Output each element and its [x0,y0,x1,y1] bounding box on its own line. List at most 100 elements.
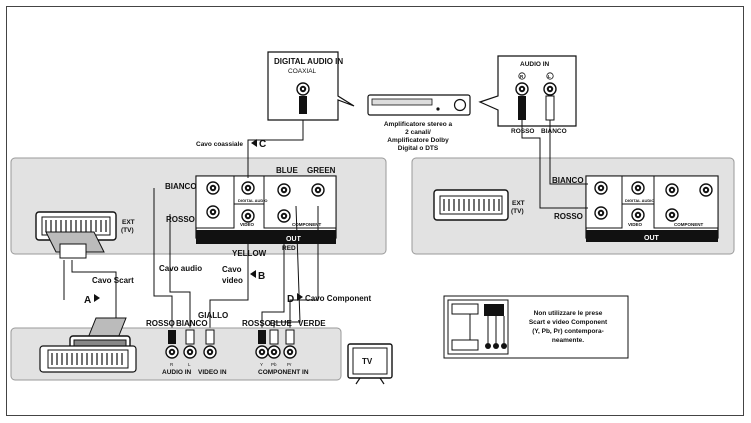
note-line-2: Scart e video Component [529,319,608,326]
coaxial-plug [299,96,307,114]
tv-icon [347,343,393,385]
component-in-tv-label: COMPONENT IN [258,369,309,376]
video-label-left: VIDEO [240,222,255,227]
bianco-label-right-panel: BIANCO [552,176,584,185]
white-audio-jack-left [206,181,220,195]
audio-cable-red-left [169,214,191,330]
jack-right-b [699,183,713,197]
pr-letter-tv: Pr [287,362,292,367]
audio-in-tv-label: AUDIO IN [162,369,192,376]
ext-tv-label-right-2: (TV) [511,208,524,215]
verde-label: VERDE [298,319,326,328]
audio-in-top-label: AUDIO IN [520,61,550,68]
yellow-label: YELLOW [232,249,267,258]
note-thumbnail [447,299,509,355]
scart-cable [71,260,117,318]
video-in-tv-label: VIDEO IN [198,369,227,376]
out-label-right: OUT [644,235,660,242]
jack-right-c [665,208,679,222]
tv-video-in-jack [203,345,217,359]
amp-caption-3: Amplificatore Dolby [387,137,449,144]
video-jack-right [631,208,645,222]
cavo-video-label-1: Cavo [222,265,242,274]
white-audio-jack-right [594,181,608,195]
cables [63,120,588,330]
audio-cable-white-right [549,120,588,185]
tv-component-blue-jack [267,345,281,359]
green-jack-left [311,183,325,197]
cavo-scart-label: Cavo Scart [92,276,134,285]
pb-letter-tv: Pb [271,362,277,367]
out-label-left: OUT [286,236,302,243]
note-line-4: neamente. [552,337,584,344]
coaxial-input-jack [296,82,310,96]
component-cable-green [289,206,319,330]
green-label: GREEN [307,166,336,175]
component-label-left: COMPONENT [292,222,322,227]
coaxial-jack-left [241,181,255,195]
red-label: RED [282,245,296,252]
l-letter-top: L [548,74,551,79]
cavo-video-label-2: video [222,276,243,285]
out-bar-right [586,230,718,242]
component-cable-blue [273,205,301,330]
video-label-right: VIDEO [628,222,643,227]
rosso-tv-component-label: ROSSO [242,319,271,328]
amp-caption-1: Amplificatore stereo a [384,121,453,128]
blue-label: BLUE [276,166,298,175]
component-label-right: COMPONENT [674,222,704,227]
note-line-3: (Y, Pb, Pr) contempora- [532,328,604,335]
giallo-label: GIALLO [198,311,228,320]
red-audio-jack-right [594,206,608,220]
digital-audio-in-label: DIGITAL AUDIO IN [274,57,343,66]
coaxial-cable [247,120,304,178]
ext-tv-label-right: EXT [512,200,525,207]
rosso-label-right-panel: ROSSO [554,212,583,221]
scart-port-right [433,189,509,221]
ext-tv-label-left: EXT [122,219,135,226]
y-letter-tv: Y [260,362,263,367]
tv-label: TV [362,357,373,366]
tv-audio-in-white-jack [183,345,197,359]
coaxial-label: COAXIAL [288,68,317,75]
r-letter-tv: R [170,362,174,367]
diagram-frame [6,6,744,416]
scart-port-tv [39,345,137,373]
r-letter-top: R [520,74,524,79]
letter-d: D [287,294,294,305]
red-audio-jack-left [206,205,220,219]
rosso-tv-label: ROSSO [146,319,175,328]
amp-caption-4: Digital o DTS [398,145,439,152]
digital-audio-label-left: DIGITAL AUDIO [238,198,267,203]
letter-b: B [258,271,265,282]
video-jack-left [241,209,255,223]
cavo-component-label: Cavo Component [305,294,372,303]
component-cable-red [261,230,285,330]
ext-tv-label-left-2: (TV) [121,227,134,234]
tv-component-red-jack [255,345,269,359]
audio-cable-white-left [153,188,173,330]
audio-in-l-jack [543,82,557,96]
audio-cable-red-right [521,120,588,209]
amplifier-icon [367,94,471,116]
scart-plug-top [45,231,105,259]
bianco-tv-label: BIANCO [176,319,208,328]
blue-jack-left [277,183,291,197]
rosso-label-panel: ROSSO [166,215,195,224]
letter-a: A [84,295,91,306]
letter-c: C [259,139,266,150]
cavo-coassiale-label: Cavo coassiale [196,141,243,148]
digital-audio-label-right: DIGITAL AUDIO [625,198,654,203]
rosso-top-label: ROSSO [511,128,534,135]
audio-in-r-jack [515,82,529,96]
bianco-top-label: BIANCO [541,128,567,135]
video-cable [209,240,249,330]
cavo-audio-label: Cavo audio [159,264,202,273]
amp-caption-2: 2 canali/ [405,129,431,136]
tv-component-green-jack [283,345,297,359]
tv-audio-in-red-jack [165,345,179,359]
l-letter-tv: L [188,362,191,367]
coaxial-jack-right [631,181,645,195]
bianco-label-panel: BIANCO [165,182,197,191]
